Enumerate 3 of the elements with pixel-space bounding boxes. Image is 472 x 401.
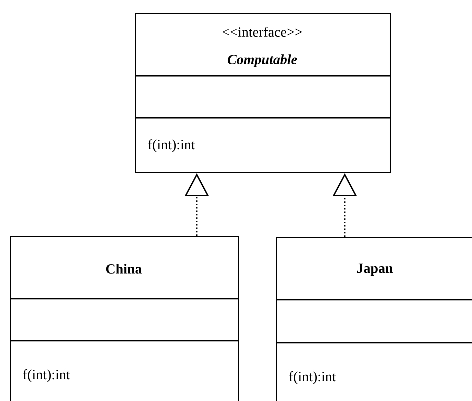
class-box: <<interface>> Computable f(int):int: [135, 13, 392, 174]
class-box: Japan f(int):int: [276, 237, 472, 401]
class-box: China f(int):int: [10, 236, 240, 401]
